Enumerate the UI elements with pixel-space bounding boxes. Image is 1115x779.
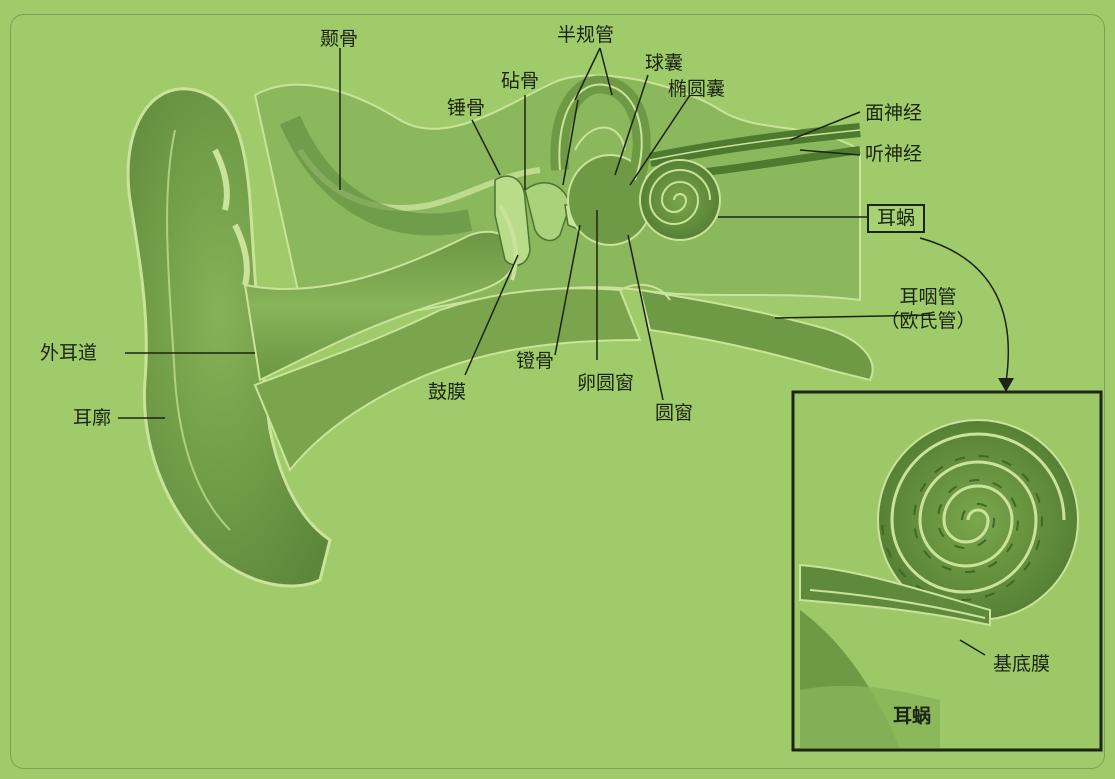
cochlea-shape: [639, 159, 721, 241]
inset-title: 耳蜗: [893, 705, 932, 727]
label-auricle: 耳廓: [73, 407, 112, 429]
malleus-shape: [494, 175, 531, 266]
eustachian-tube-shape: [638, 288, 874, 382]
label-stapes: 镫骨: [516, 350, 555, 372]
label-semicircular-canals: 半规管: [557, 24, 615, 46]
inset-cochlea-duct: [799, 563, 991, 627]
auricle-shape: [126, 87, 332, 588]
arrow-head: [998, 378, 1014, 392]
label-cochlea: 耳蜗: [867, 204, 926, 233]
label-eustachian-tube-line2: （欧氏管）: [880, 309, 976, 332]
label-saccule: 球囊: [645, 52, 684, 74]
label-basilar-membrane: 基底膜: [993, 653, 1051, 675]
leader-lines: [118, 47, 1009, 419]
figure-frame: [10, 14, 1105, 769]
label-temporal-bone: 颞骨: [320, 28, 359, 50]
label-ear-canal: 外耳道: [40, 342, 98, 364]
label-auditory-nerve: 听神经: [865, 143, 923, 165]
label-utricle: 椭圆囊: [668, 78, 726, 100]
label-malleus: 锤骨: [447, 97, 486, 119]
label-round-window: 圆窗: [655, 402, 694, 424]
label-eustachian-tube-line1: 耳咽管: [899, 286, 957, 308]
eardrum-shape: [498, 203, 518, 281]
label-incus: 砧骨: [501, 70, 540, 92]
label-eardrum: 鼓膜: [428, 381, 467, 403]
label-facial-nerve: 面神经: [865, 102, 923, 124]
label-oval-window: 卵圆窗: [577, 372, 635, 394]
incus-shape: [524, 182, 571, 242]
label-eustachian-tube: 耳咽管 （欧氏管）: [868, 286, 988, 334]
